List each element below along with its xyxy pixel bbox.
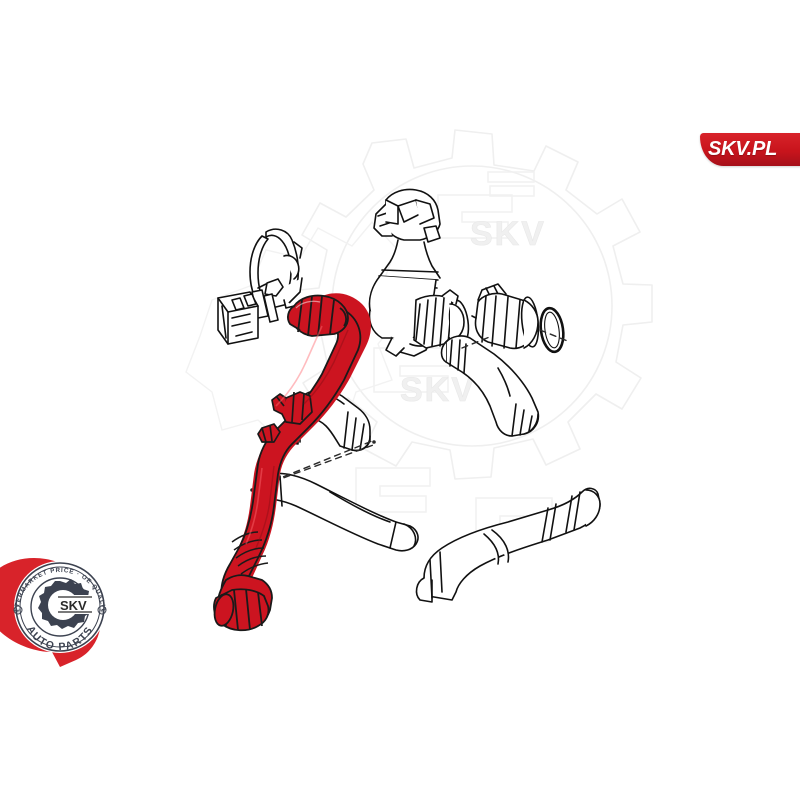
badge-left-star: ✳ <box>15 608 20 615</box>
quality-badge[interactable]: SKV AFTERMARKET PRICE · OE QUALITY AUTO … <box>0 552 120 667</box>
banner-background <box>700 133 800 166</box>
badge-text-plate <box>56 595 96 614</box>
part-o-ring-seal <box>539 306 565 354</box>
part-connector-pipe-right <box>440 335 540 437</box>
svg-text:SKV: SKV <box>470 215 546 253</box>
banner-label: SKV.PL <box>708 138 778 160</box>
badge-left-dot <box>13 605 23 615</box>
part-outlet-pipe-bottom <box>415 487 601 603</box>
badge-inner-ring <box>19 566 101 648</box>
quality-badge-graphic: SKV AFTERMARKET PRICE · OE QUALITY AUTO … <box>0 552 107 667</box>
gear-watermark-secondary-icon <box>185 220 405 448</box>
badge-right-star: ✳ <box>99 608 104 615</box>
part-bracket-clip <box>249 228 303 311</box>
badge-outer-ring <box>15 562 105 652</box>
badge-right-dot <box>97 605 107 615</box>
skv-watermark-text: SKV SKV <box>400 215 546 410</box>
part-pressure-sensor <box>471 283 540 350</box>
part-highlighted-charge-air-hose <box>213 293 371 632</box>
part-turbo-outlet-elbow <box>368 188 470 357</box>
badge-center-text: SKV <box>60 598 87 613</box>
part-clamp-block <box>217 291 259 345</box>
svg-text:SKV: SKV <box>400 371 476 409</box>
skv-pl-brand-banner[interactable]: SKV.PL <box>700 133 800 166</box>
